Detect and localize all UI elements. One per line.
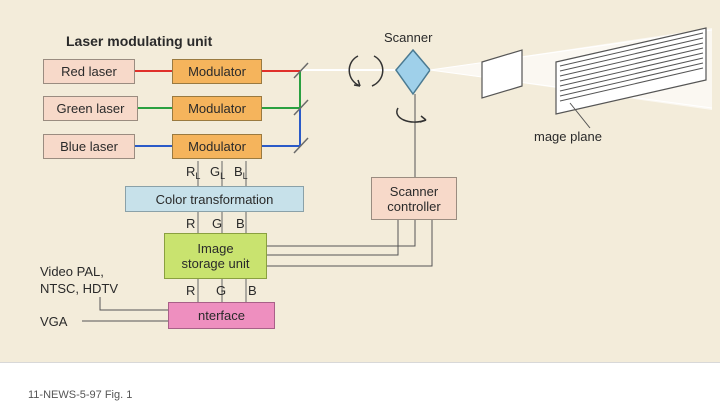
- image-plane-label: mage plane: [534, 129, 602, 144]
- signal-label-g: G: [212, 216, 223, 231]
- scanner-controller-line-2: controller: [387, 198, 441, 214]
- image-storage-line-2: storage unit: [181, 256, 250, 271]
- image-storage-line-1: Image: [197, 241, 234, 256]
- signal-label-b: B: [236, 216, 245, 231]
- modulator-red: Modulator: [172, 59, 262, 84]
- green-laser-box: Green laser: [43, 96, 138, 121]
- link-storage-controller-1: [267, 220, 399, 256]
- scanner-rotation-arrow-horizontal: [348, 55, 361, 87]
- image-plane-far: [555, 27, 707, 115]
- image-plane-near: [481, 49, 523, 99]
- figure-caption: 11-NEWS-5-97 Fig. 1: [28, 389, 133, 401]
- interface-box: nterface: [168, 302, 275, 329]
- video-input-label-1: Video PAL,: [40, 264, 104, 279]
- video-input-label-2: NTSC, HDTV: [40, 281, 118, 296]
- scanner-mirror: [395, 48, 431, 96]
- color-transformation-box: Color transformation: [125, 186, 304, 212]
- scanner-controller-line-1: Scanner: [389, 183, 439, 199]
- modulator-green: Modulator: [172, 96, 262, 121]
- scanner-rotation-arrow-vertical: [396, 107, 427, 123]
- signal-label-r: R: [186, 216, 196, 231]
- diagram-title: Laser modulating unit: [66, 33, 213, 49]
- mirror-red: [293, 62, 309, 79]
- input-label-r: R: [186, 283, 196, 298]
- signal-label-gl: GL: [210, 164, 226, 181]
- modulator-blue: Modulator: [172, 134, 262, 159]
- red-laser-box: Red laser: [43, 59, 135, 84]
- link-storage-scanner: [267, 94, 416, 247]
- vga-input-label: VGA: [40, 314, 68, 329]
- signal-label-bl: BL: [234, 164, 248, 181]
- mirror-blue: [293, 137, 309, 154]
- link-storage-controller-2: [267, 220, 433, 267]
- scanner-controller-box: Scanner controller: [371, 177, 457, 220]
- link-video-interface: [99, 297, 168, 311]
- blue-laser-box: Blue laser: [43, 134, 135, 159]
- input-label-b: B: [248, 283, 257, 298]
- scanner-label: Scanner: [384, 30, 433, 45]
- mirror-green: [293, 99, 309, 116]
- signal-label-rl: RL: [186, 164, 201, 181]
- input-label-g: G: [216, 283, 227, 298]
- image-storage-box: Image storage unit: [164, 233, 267, 279]
- scan-lines: [559, 32, 704, 102]
- caption-band: [0, 362, 720, 406]
- image-plane-pointer: [569, 102, 591, 129]
